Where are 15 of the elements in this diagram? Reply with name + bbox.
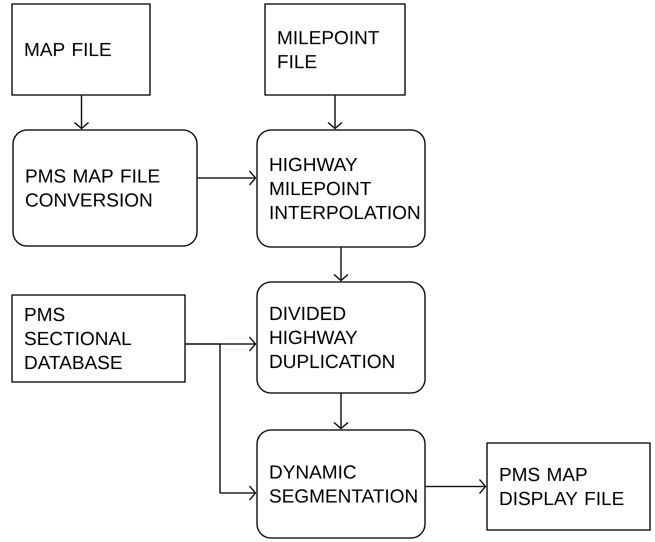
- file-box: MILEPOINT FILE: [264, 3, 406, 96]
- file-box: PMS SECTIONAL DATABASE: [11, 294, 186, 383]
- arrow: [426, 479, 486, 494]
- arrow: [328, 96, 342, 130]
- file-box: MAP FILE: [11, 3, 151, 96]
- process-box: DIVIDED HIGHWAY DUPLICATION: [256, 281, 426, 394]
- arrow: [74, 96, 89, 130]
- process-box: HIGHWAY MILEPOINT INTERPOLATION: [256, 129, 426, 248]
- arrow: [334, 394, 348, 430]
- arrow: [198, 170, 256, 186]
- process-box: PMS MAP FILE CONVERSION: [12, 129, 198, 247]
- arrow: [334, 248, 348, 282]
- file-box: PMS MAP DISPLAY FILE: [486, 442, 651, 531]
- arrow: [186, 343, 256, 500]
- process-box: DYNAMIC SEGMENTATION: [256, 429, 426, 539]
